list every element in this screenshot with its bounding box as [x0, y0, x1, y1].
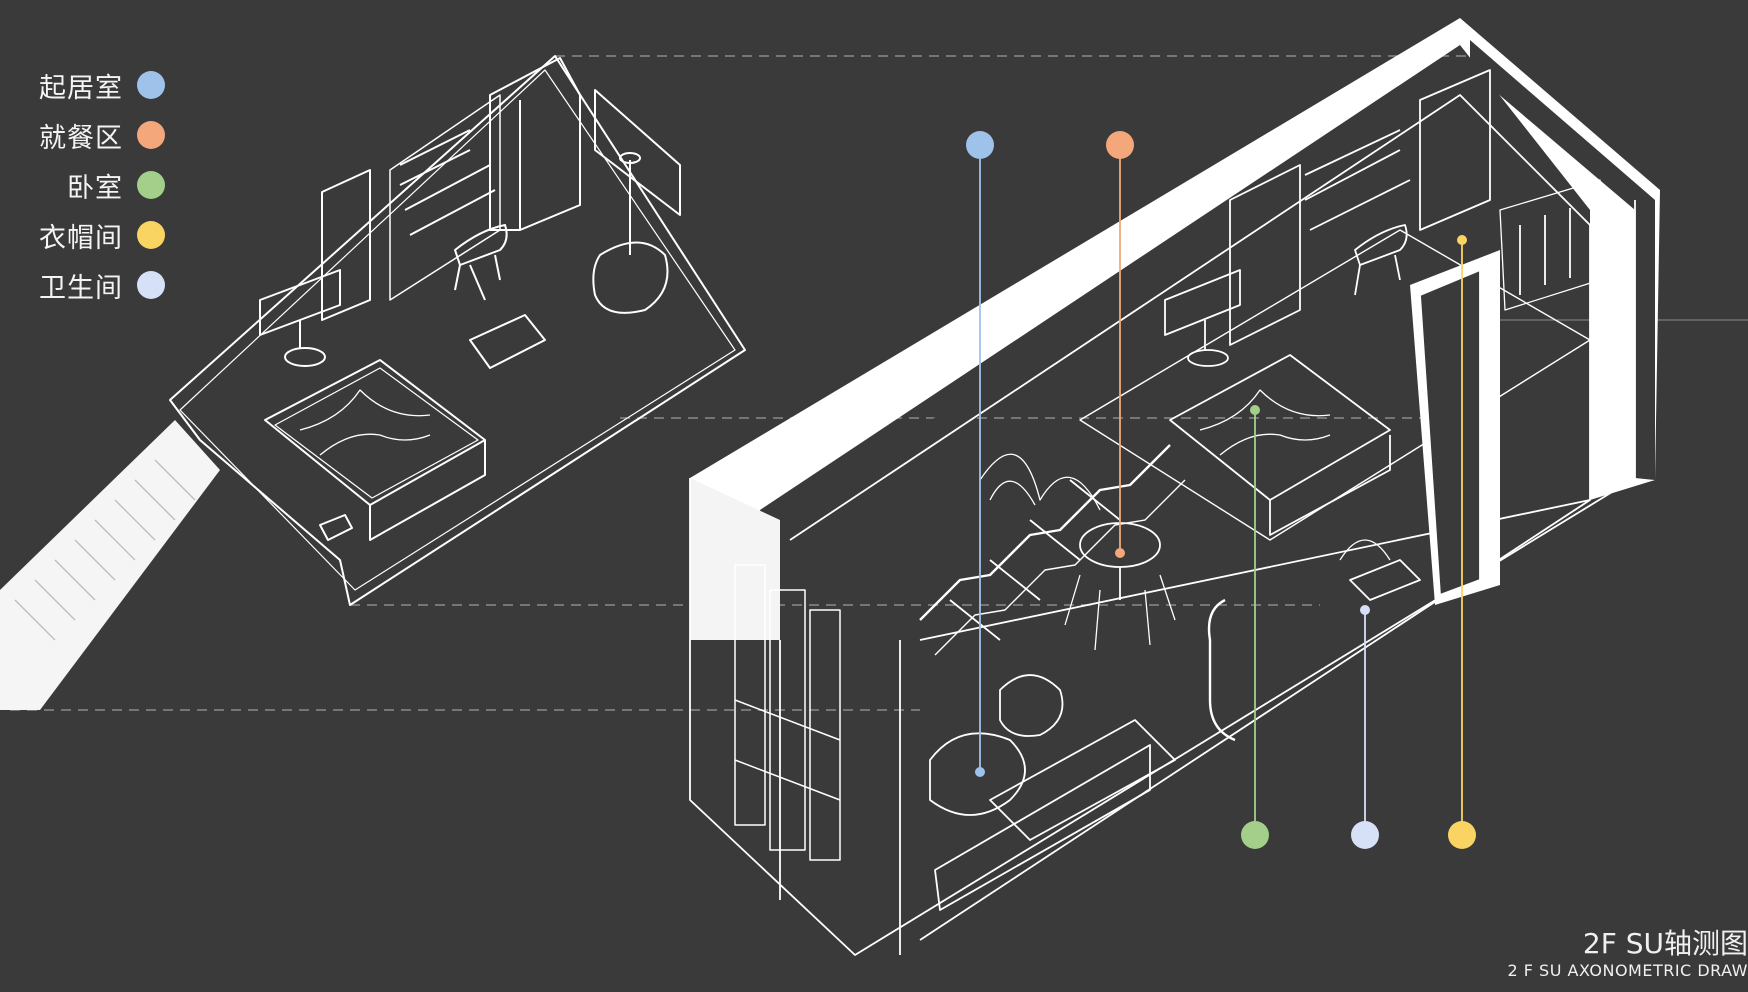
legend-dot	[137, 71, 165, 99]
legend-label: 卫生间	[39, 272, 123, 304]
legend-dot	[137, 271, 165, 299]
marker-living-room	[966, 131, 994, 777]
legend-label: 起居室	[39, 72, 123, 104]
room-markers	[966, 131, 1476, 849]
marker-closet	[1448, 235, 1476, 849]
caption-title: 2F SU轴测图	[1582, 927, 1748, 960]
legend-label: 衣帽间	[39, 222, 123, 254]
building-volume	[690, 18, 1660, 640]
legend-dot	[137, 171, 165, 199]
legend-item-bathroom: 卫生间	[30, 260, 165, 310]
legend-item-living-room: 起居室	[30, 60, 165, 110]
legend-dot	[137, 221, 165, 249]
legend-item-dining-area: 就餐区	[30, 110, 165, 160]
marker-dining-area	[1106, 131, 1134, 558]
left-stairs	[0, 420, 220, 710]
building-linework	[689, 69, 1636, 956]
legend-dot	[137, 121, 165, 149]
marker-bathroom	[1351, 605, 1379, 849]
legend-label: 就餐区	[39, 122, 123, 154]
legend-item-closet: 衣帽间	[30, 210, 165, 260]
legend-label: 卧室	[67, 172, 123, 204]
caption-subtitle: 2 F SU AXONOMETRIC DRAW	[1507, 961, 1748, 980]
legend: 起居室 就餐区 卧室 衣帽间 卫生间	[30, 60, 165, 310]
legend-item-bedroom: 卧室	[30, 160, 165, 210]
upper-floor-plan	[169, 55, 746, 606]
drawing-caption: 2F SU轴测图 2 F SU AXONOMETRIC DRAW	[1507, 928, 1748, 982]
marker-bedroom	[1241, 405, 1269, 849]
